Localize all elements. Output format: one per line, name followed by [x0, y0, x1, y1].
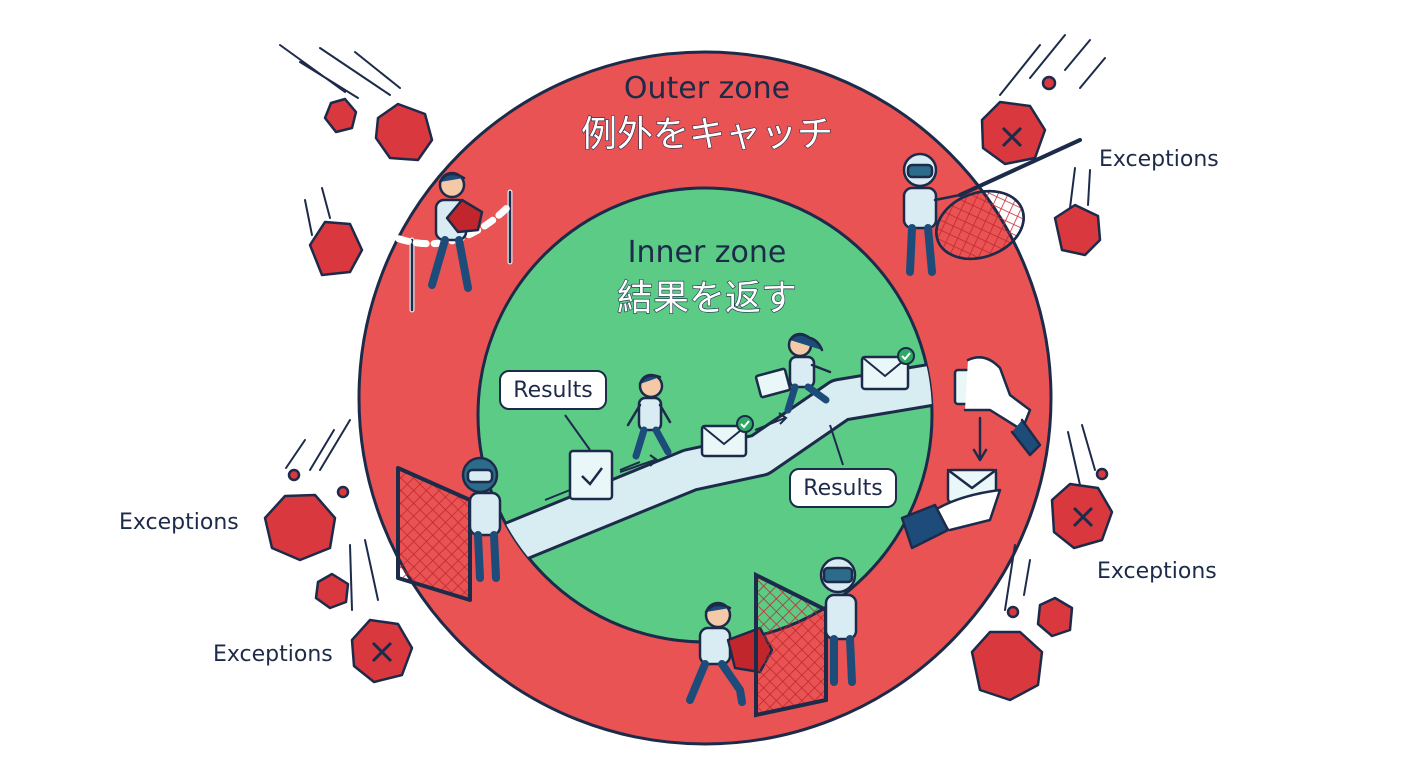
- results-label-left: Results: [499, 370, 607, 451]
- arrow-icon: [754, 412, 788, 431]
- walking-person-icon: [626, 373, 672, 460]
- envelope-icon: [568, 449, 614, 501]
- inner-zone-subtitle: 結果を返す: [617, 278, 797, 319]
- envelope-check-icon: [700, 415, 754, 458]
- running-person-icon: [754, 332, 832, 414]
- exceptions-label-bottom-left: Exceptions: [213, 642, 333, 667]
- exceptions-label-top-right: Exceptions: [1099, 147, 1219, 172]
- net-catcher-person-icon: [902, 138, 1082, 276]
- results-label-right: Results: [789, 424, 897, 508]
- svg-text:Results: Results: [513, 378, 592, 403]
- barrier-person-icon: [378, 171, 514, 313]
- arrow-icon: [619, 454, 659, 473]
- net-panel-person-icon: [396, 456, 502, 602]
- rock-x-icon: [1050, 482, 1114, 550]
- helmet-person-icon: [819, 556, 858, 686]
- goal-net-icon: [754, 571, 828, 718]
- rock-icon: [263, 75, 1109, 702]
- outer-zone-title: Outer zone: [624, 71, 790, 106]
- inner-zone-title: Inner zone: [628, 235, 787, 270]
- envelope-check-icon: [860, 347, 915, 391]
- hand-envelope-icon: [900, 356, 1042, 550]
- outer-zone-subtitle: 例外をキャッチ: [581, 114, 833, 155]
- rock-x-icon: [980, 100, 1047, 166]
- exceptions-label-left: Exceptions: [119, 510, 239, 535]
- motion-lines: [279, 34, 1106, 611]
- exceptions-label-right: Exceptions: [1097, 559, 1217, 584]
- rock-x-icon: [350, 618, 414, 684]
- svg-text:Results: Results: [803, 476, 882, 501]
